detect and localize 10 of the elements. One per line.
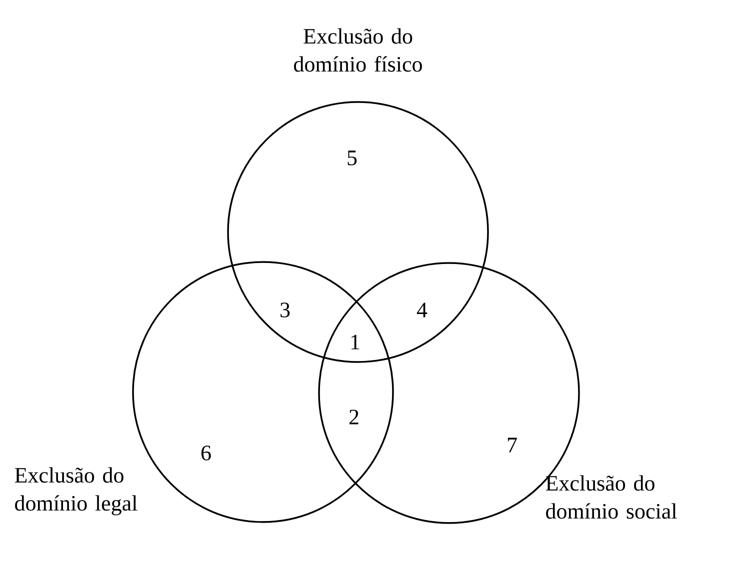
region-number: 2 xyxy=(349,410,358,424)
region-number: 5 xyxy=(348,150,357,166)
region-number: 4 xyxy=(416,302,428,318)
region-number: 1 xyxy=(351,334,360,350)
circle-heading: Exclusão do domínio social xyxy=(546,475,677,519)
region-number: 7 xyxy=(508,438,517,452)
circle-heading: Exclusão do domínio legal xyxy=(14,467,138,516)
region-number: 6 xyxy=(201,446,211,460)
region-number: 3 xyxy=(280,302,290,318)
circle-heading: Exclusão do domínio físico xyxy=(294,28,422,72)
